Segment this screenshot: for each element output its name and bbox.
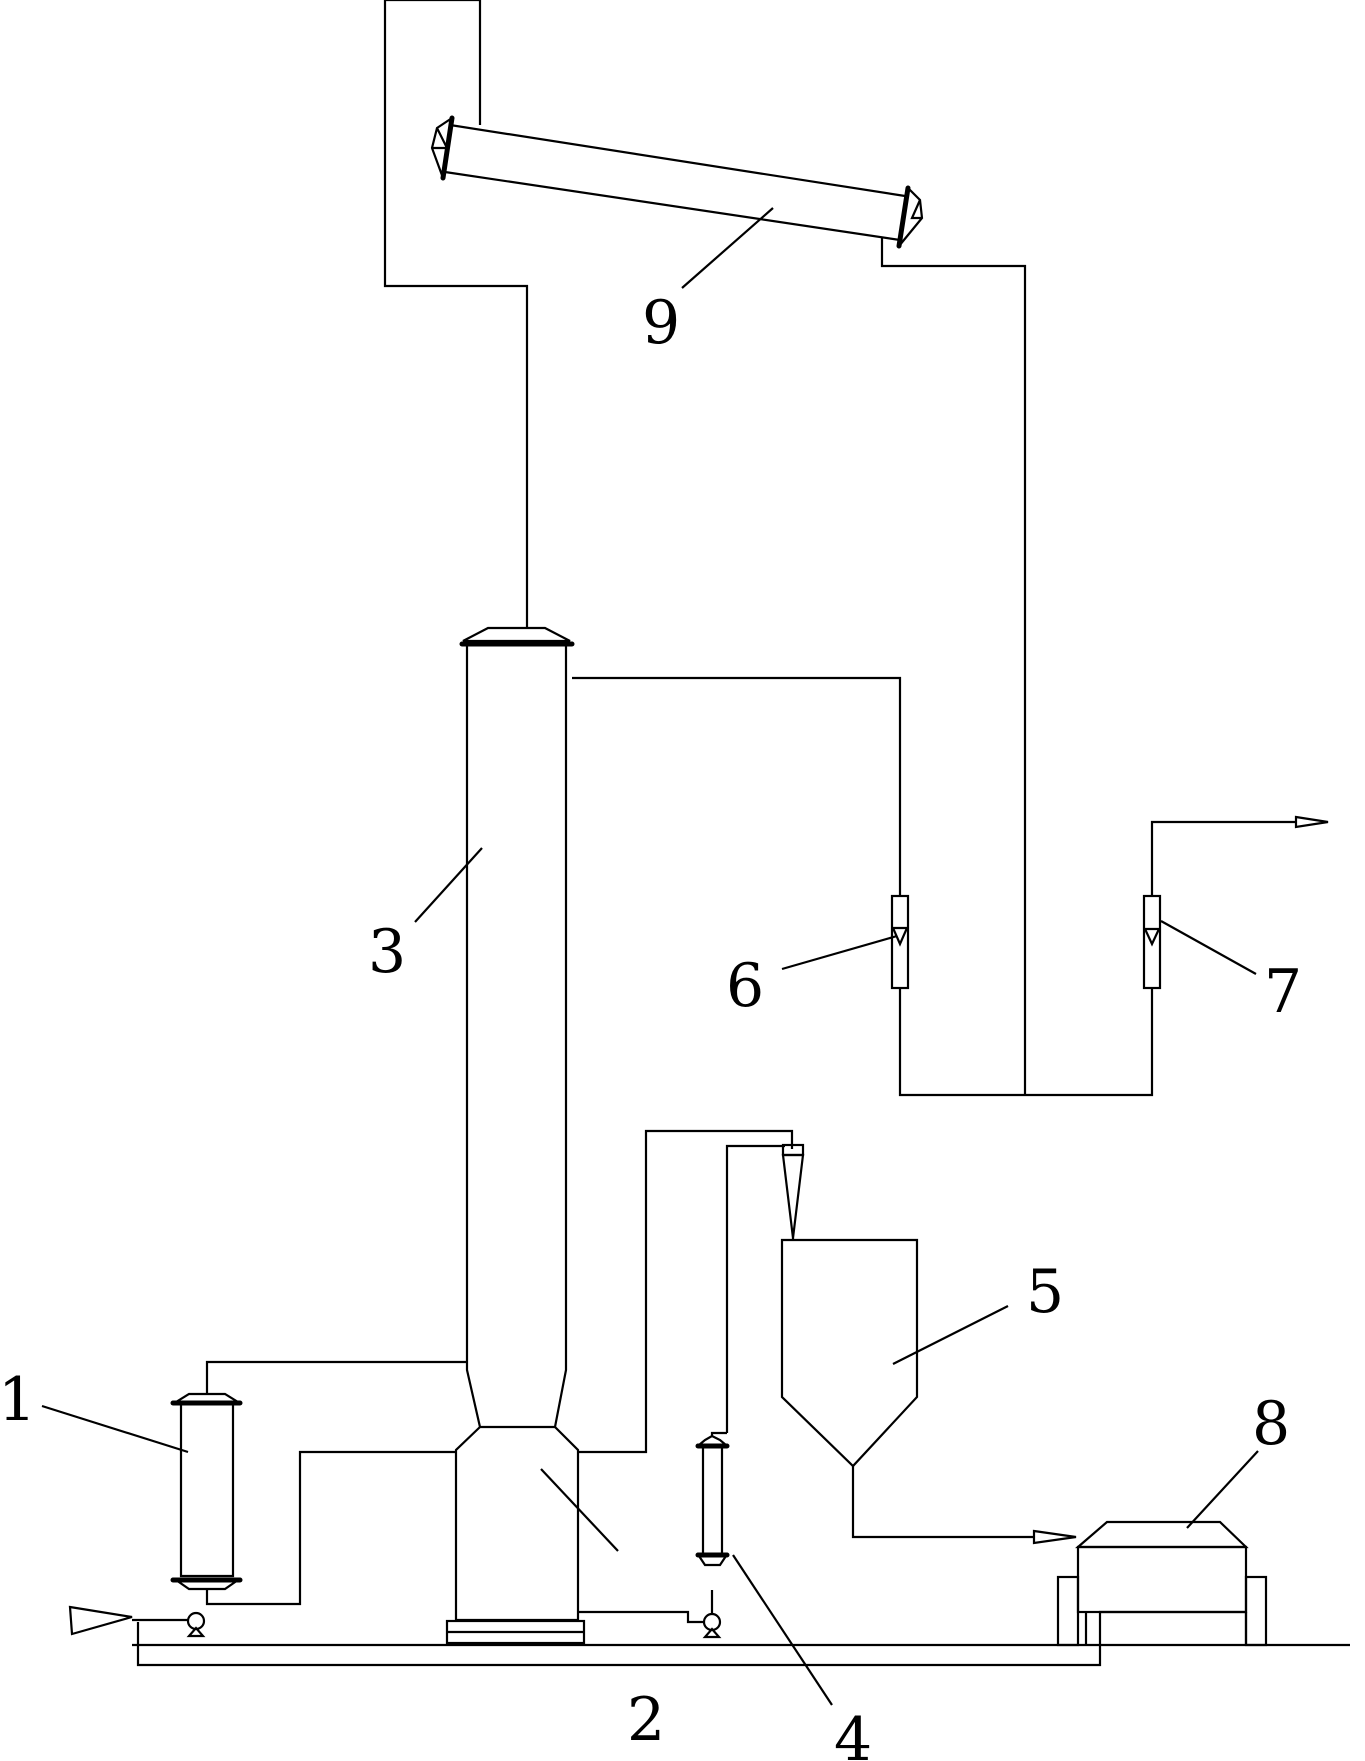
label-3: 3 xyxy=(368,917,406,987)
leader-8 xyxy=(1186,1450,1259,1529)
label-5: 5 xyxy=(1026,1257,1064,1327)
feed-pump xyxy=(186,1611,206,1638)
line-preheater-to-column xyxy=(205,1360,467,1394)
rotameter-7 xyxy=(1142,894,1162,990)
column-3 xyxy=(459,626,575,1429)
vent-line xyxy=(1150,820,1296,896)
leader-3 xyxy=(414,847,483,923)
leader-1 xyxy=(41,1404,189,1454)
leader-4 xyxy=(732,1554,833,1706)
preheater-1 xyxy=(170,1392,243,1591)
leader-2 xyxy=(540,1468,619,1552)
condenser-9 xyxy=(430,115,924,249)
vapor-duct xyxy=(383,0,529,628)
arrow-to-8 xyxy=(1032,1529,1077,1545)
cyclone xyxy=(781,1143,805,1240)
label-8: 8 xyxy=(1252,1389,1290,1459)
bottom-pipe xyxy=(136,1610,1246,1667)
lower-section-2 xyxy=(445,1426,586,1645)
line-preheater-return xyxy=(205,1450,456,1606)
leader-7 xyxy=(1160,920,1257,975)
leader-6 xyxy=(781,934,898,971)
separator-4 xyxy=(695,1434,730,1567)
leader-5 xyxy=(892,1305,1009,1365)
label-6: 6 xyxy=(726,951,764,1021)
rotameter-6 xyxy=(890,894,910,990)
label-4: 4 xyxy=(834,1705,872,1761)
line-collector-to-8 xyxy=(851,1466,1040,1539)
label-7: 7 xyxy=(1264,957,1302,1027)
pump-4 xyxy=(702,1612,722,1639)
line-rotameter-6-bottom xyxy=(898,988,1154,1097)
leader-9 xyxy=(681,207,774,289)
feed-inlet-arrow xyxy=(68,1605,133,1636)
line-vessel-4-up xyxy=(710,1431,727,1436)
collector-5 xyxy=(780,1238,919,1468)
line-to-pump-4 xyxy=(578,1610,703,1624)
label-1: 1 xyxy=(0,1365,36,1435)
condensate-line xyxy=(880,238,1027,1095)
label-2: 2 xyxy=(627,1685,665,1755)
vent-arrow xyxy=(1294,815,1329,829)
line-to-rotameter-6 xyxy=(572,676,902,895)
unit-8 xyxy=(1056,1520,1268,1647)
line-to-cyclone xyxy=(578,1129,794,1454)
label-9: 9 xyxy=(642,288,680,358)
